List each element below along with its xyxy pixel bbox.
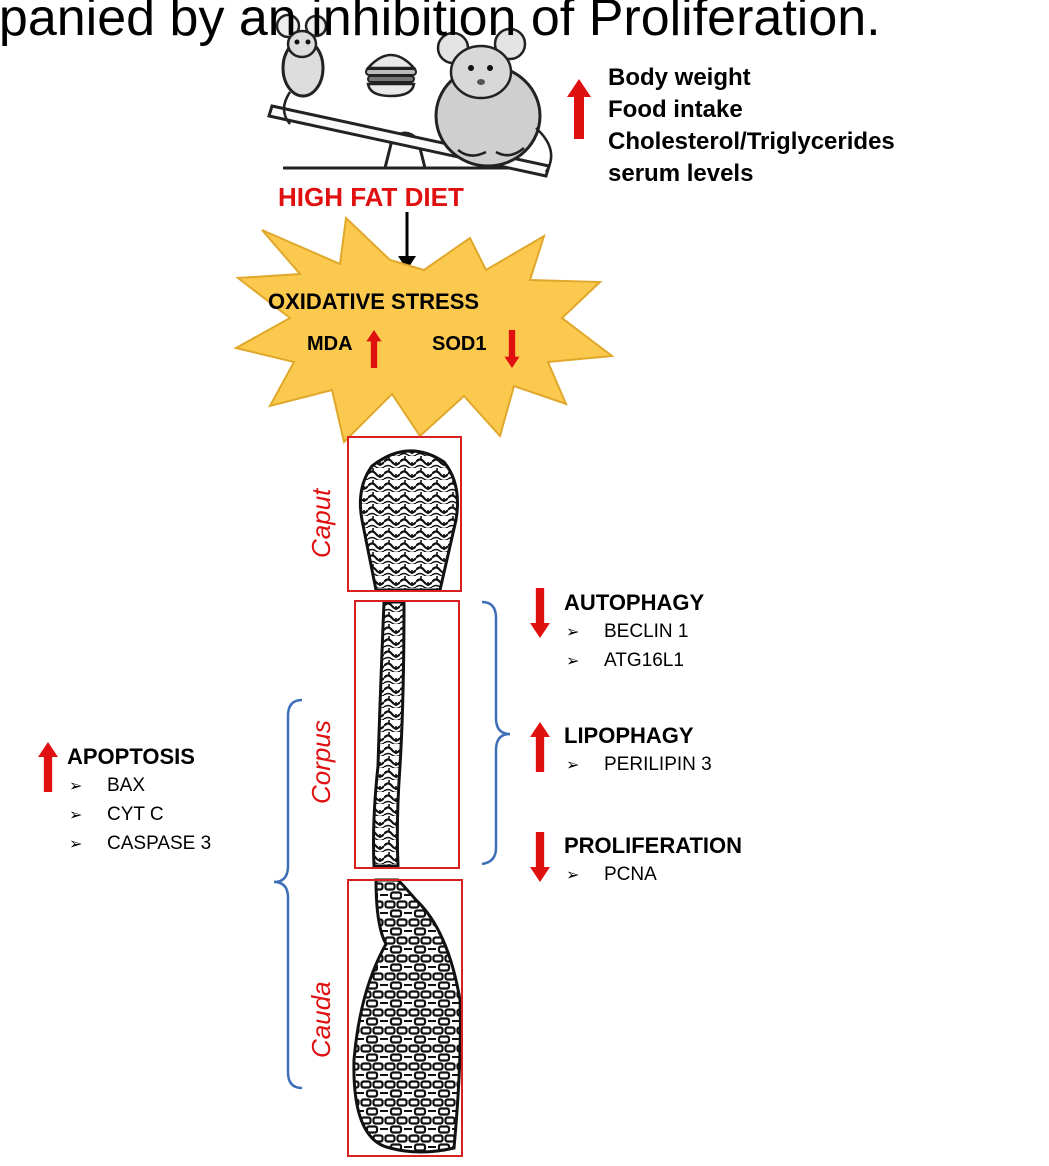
burger-icon (366, 55, 416, 96)
lipophagy-title: LIPOPHAGY (564, 721, 712, 751)
list-item: ➢PERILIPIN 3 (564, 751, 712, 780)
autophagy-down-arrow-icon (530, 588, 550, 638)
arrowhead-bullet-icon: ➢ (564, 619, 604, 647)
arrowhead-bullet-icon: ➢ (67, 773, 107, 801)
list-item: ➢CYT C (67, 801, 211, 830)
apoptosis-block: APOPTOSIS ➢BAX ➢CYT C ➢CASPASE 3 (67, 742, 211, 859)
list-item: ➢BECLIN 1 (564, 618, 704, 647)
caption-text: npanied by an inhibition of Proliferatio… (0, 0, 1049, 50)
list-item: ➢BAX (67, 772, 211, 801)
caput-label: Caput (306, 489, 337, 558)
arrowhead-bullet-icon: ➢ (67, 831, 107, 859)
mda-label: MDA (307, 333, 353, 356)
metabolic-effects-list: Body weight Food intake Cholesterol/Trig… (608, 62, 895, 190)
list-item: ➢ATG16L1 (564, 647, 704, 676)
high-fat-diet-label: HIGH FAT DIET (278, 182, 464, 213)
apoptosis-title: APOPTOSIS (67, 742, 211, 772)
effect-serum-levels: serum levels (608, 158, 895, 190)
effect-food-intake: Food intake (608, 94, 895, 126)
epididymis-tissue (354, 451, 461, 1152)
diet-to-stress-arrow (398, 212, 416, 270)
effect-lipids: Cholesterol/Triglycerides (608, 126, 895, 158)
autophagy-title: AUTOPHAGY (564, 588, 704, 618)
lipophagy-up-arrow-icon (530, 722, 550, 772)
corpus-label: Corpus (306, 720, 337, 804)
obese-mouse-icon (436, 29, 551, 172)
arrowhead-bullet-icon: ➢ (564, 752, 604, 780)
sod1-label: SOD1 (432, 333, 486, 356)
lipophagy-block: LIPOPHAGY ➢PERILIPIN 3 (564, 721, 712, 780)
apoptosis-up-arrow-icon (38, 742, 58, 792)
arrowhead-bullet-icon: ➢ (67, 802, 107, 830)
autophagy-block: AUTOPHAGY ➢BECLIN 1 ➢ATG16L1 (564, 588, 704, 676)
list-item: ➢CASPASE 3 (67, 830, 211, 859)
corpus-box (355, 601, 459, 868)
list-item: ➢PCNA (564, 861, 742, 890)
arrowhead-bullet-icon: ➢ (564, 648, 604, 676)
oxidative-stress-title: OXIDATIVE STRESS (268, 289, 479, 315)
right-bracket (482, 602, 510, 864)
arrowhead-bullet-icon: ➢ (564, 862, 604, 890)
proliferation-down-arrow-icon (530, 832, 550, 882)
body-weight-up-arrow-icon (567, 79, 591, 139)
proliferation-block: PROLIFERATION ➢PCNA (564, 831, 742, 890)
cauda-label: Cauda (306, 981, 337, 1058)
left-bracket (274, 700, 302, 1088)
proliferation-title: PROLIFERATION (564, 831, 742, 861)
oxidative-stress-starburst (236, 218, 612, 442)
effect-body-weight: Body weight (608, 62, 895, 94)
